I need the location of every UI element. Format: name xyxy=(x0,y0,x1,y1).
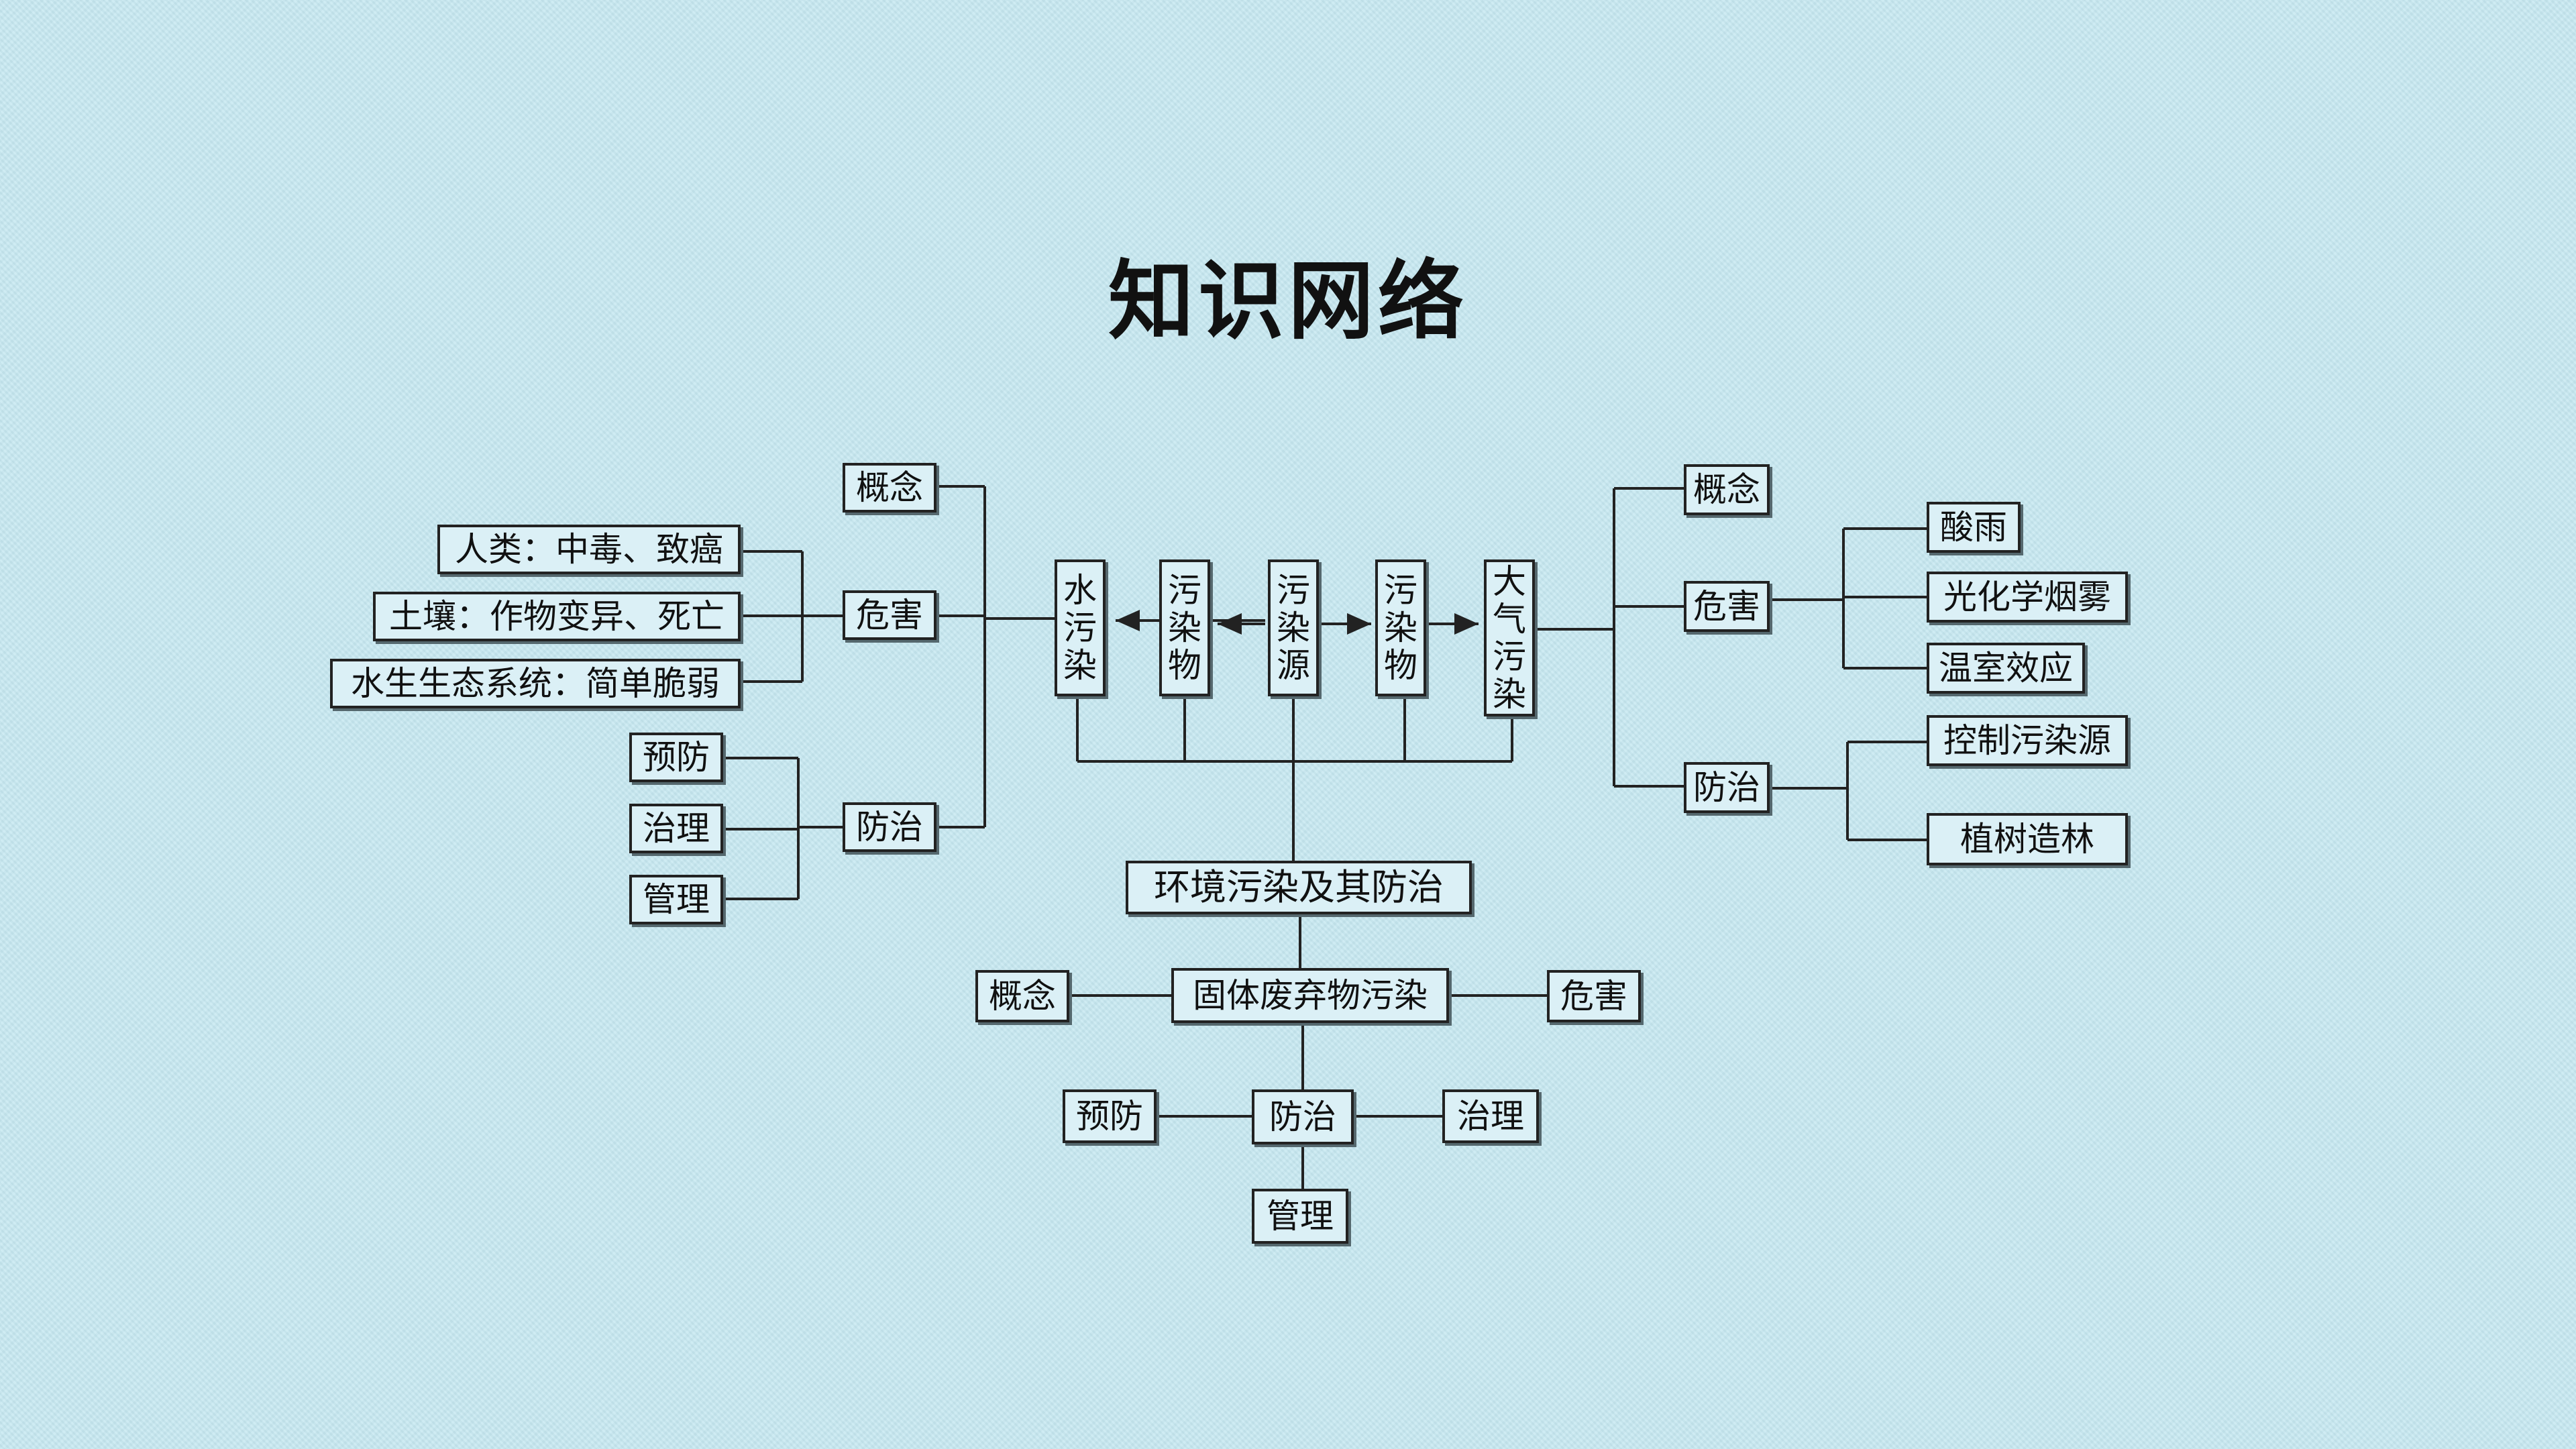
water-concept-box: 概念 xyxy=(843,463,936,513)
water-harm-soil: 土壤：作物变异、死亡 xyxy=(373,592,741,641)
water-control-box: 防治 xyxy=(843,802,936,852)
solid-waste-box: 固体废弃物污染 xyxy=(1171,968,1449,1023)
air-concept-box: 概念 xyxy=(1684,464,1770,515)
pollutant-right-box: 污染物 xyxy=(1375,559,1426,696)
water-pollution-box: 水污染 xyxy=(1055,559,1106,696)
water-harm-ecosystem: 水生生态系统：简单脆弱 xyxy=(330,659,741,708)
pollution-source-label: 污染源 xyxy=(1277,571,1310,685)
air-harm-smog: 光化学烟雾 xyxy=(1927,572,2128,623)
solid-harm-box: 危害 xyxy=(1547,970,1641,1022)
water-harm-box: 危害 xyxy=(843,590,936,640)
air-control-box: 防治 xyxy=(1684,762,1770,813)
pollutant-left-label: 污染物 xyxy=(1168,571,1201,685)
air-control-afforest: 植树造林 xyxy=(1927,813,2128,865)
center-topic-box: 环境污染及其防治 xyxy=(1126,861,1472,914)
solid-prevent-box: 预防 xyxy=(1063,1089,1157,1143)
air-harm-acid-rain: 酸雨 xyxy=(1927,502,2021,553)
air-pollution-label: 大气污染 xyxy=(1493,562,1526,714)
water-treat-box: 治理 xyxy=(629,804,723,853)
pollutant-left-box: 污染物 xyxy=(1159,559,1210,696)
pollutant-right-label: 污染物 xyxy=(1384,571,1417,685)
water-prevent-box: 预防 xyxy=(629,733,723,782)
water-harm-human: 人类：中毒、致癌 xyxy=(437,525,741,574)
air-harm-greenhouse: 温室效应 xyxy=(1927,643,2085,694)
page-title: 知识网络 xyxy=(1108,252,1468,352)
water-pollution-label: 水污染 xyxy=(1063,571,1097,685)
solid-concept-box: 概念 xyxy=(975,970,1069,1022)
pollution-source-box: 污染源 xyxy=(1268,559,1319,696)
air-harm-box: 危害 xyxy=(1684,581,1770,632)
solid-treat-box: 治理 xyxy=(1442,1089,1539,1143)
air-pollution-box: 大气污染 xyxy=(1484,559,1535,716)
water-manage-box: 管理 xyxy=(629,875,723,924)
air-control-source: 控制污染源 xyxy=(1927,715,2128,766)
solid-manage-box: 管理 xyxy=(1252,1189,1348,1244)
solid-control-box: 防治 xyxy=(1252,1089,1354,1144)
